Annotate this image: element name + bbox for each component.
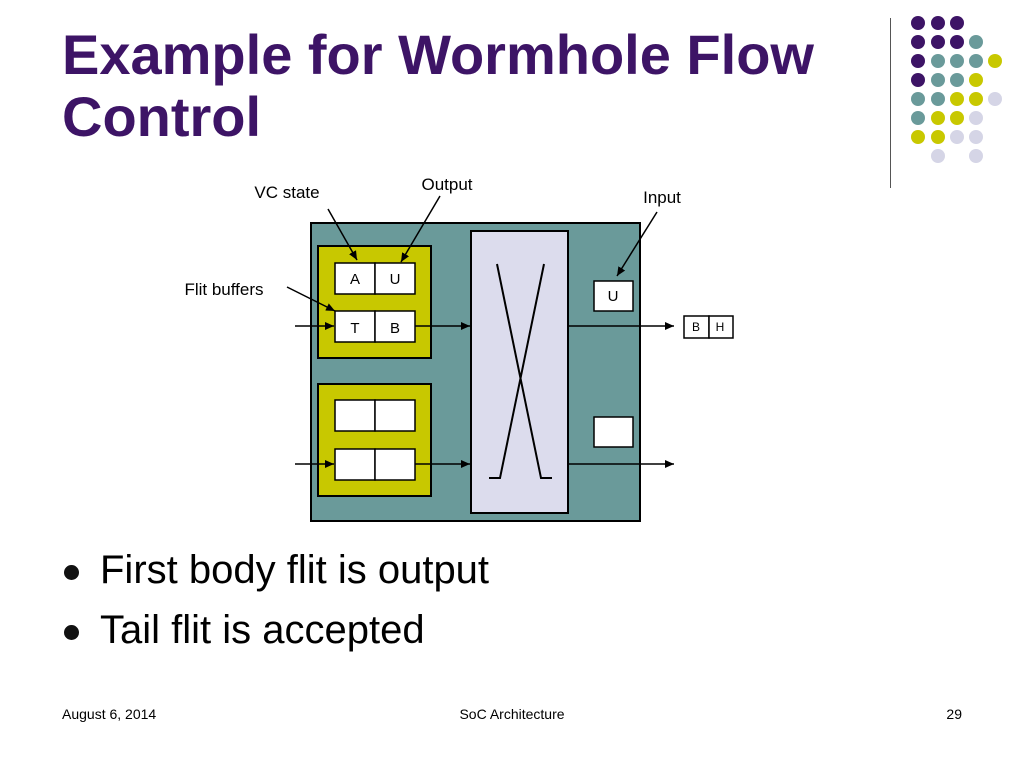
flit-buffers-label: Flit buffers xyxy=(184,280,263,299)
bullet-item: First body flit is output xyxy=(62,540,489,600)
decorative-dot-grid xyxy=(911,16,1002,163)
dot xyxy=(931,149,945,163)
dot xyxy=(911,35,925,49)
dot xyxy=(931,73,945,87)
bullet-item: Tail flit is accepted xyxy=(62,600,489,660)
output-flit-cell-2 xyxy=(708,315,734,339)
dot xyxy=(950,111,964,125)
footer-page-number: 29 xyxy=(946,706,962,722)
dot xyxy=(911,92,925,106)
dot xyxy=(969,92,983,106)
bullet-text: First body flit is output xyxy=(100,548,490,592)
dot xyxy=(931,54,945,68)
dot xyxy=(969,130,983,144)
bullet-list: First body flit is output Tail flit is a… xyxy=(62,540,489,660)
bullet-text: Tail flit is accepted xyxy=(100,608,425,652)
output-label: Output xyxy=(421,175,472,194)
dot xyxy=(931,35,945,49)
dot xyxy=(911,73,925,87)
dot xyxy=(950,35,964,49)
input-pointer xyxy=(616,211,658,277)
dot xyxy=(969,35,983,49)
divider-line xyxy=(890,18,891,188)
dot xyxy=(969,111,983,125)
footer-date: August 6, 2014 xyxy=(62,706,157,722)
output-vc-state-top xyxy=(593,280,634,312)
dot xyxy=(911,16,925,30)
top-vc-buffer-cell-2 xyxy=(374,310,416,343)
flit-buffers-pointer xyxy=(286,286,336,312)
dot xyxy=(911,130,925,144)
vc-state-pointer xyxy=(327,208,358,261)
bottom-vc-state-cell-2 xyxy=(374,399,416,432)
dot xyxy=(931,92,945,106)
dot xyxy=(969,73,983,87)
dot xyxy=(950,92,964,106)
slide-title: Example for Wormhole Flow Control xyxy=(62,24,862,148)
dot xyxy=(950,54,964,68)
dot xyxy=(969,54,983,68)
dot xyxy=(988,92,1002,106)
bottom-vc-buffer-cell-2 xyxy=(374,448,416,481)
dot xyxy=(931,16,945,30)
top-vc-state-cell-2 xyxy=(374,262,416,295)
output-vc-state-top-text: U xyxy=(608,288,619,305)
bottom-vc-state-cell-1 xyxy=(334,399,376,432)
output-vc-state-bottom xyxy=(593,416,634,448)
crossbar-line-1 xyxy=(496,263,552,479)
bullet-icon xyxy=(64,565,79,580)
top-vc-flit-1-text: T xyxy=(350,320,359,337)
output-flit-1-text: B xyxy=(692,320,700,334)
bullet-icon xyxy=(64,625,79,640)
bottom-vc-buffer-cell-1 xyxy=(334,448,376,481)
dot xyxy=(969,149,983,163)
dot xyxy=(931,111,945,125)
output-pointer xyxy=(400,195,441,263)
dot xyxy=(988,54,1002,68)
title-line-2: Control xyxy=(62,85,262,148)
crossbar-line-2 xyxy=(489,263,545,479)
dot xyxy=(950,130,964,144)
dot xyxy=(931,130,945,144)
footer-course: SoC Architecture xyxy=(459,706,565,722)
router-diagram: A U T B U B H VC state Output Input Flit… xyxy=(184,175,734,522)
title-line-1: Example for Wormhole Flow xyxy=(62,23,814,86)
top-vc-state-2-text: U xyxy=(390,271,401,288)
output-flit-2-text: H xyxy=(716,320,725,334)
input-label: Input xyxy=(643,188,681,207)
top-vc-state-1-text: A xyxy=(350,271,360,288)
dot xyxy=(911,111,925,125)
dot xyxy=(950,16,964,30)
dot xyxy=(950,73,964,87)
vc-state-label: VC state xyxy=(254,183,319,202)
top-vc-buffer-cell-1 xyxy=(334,310,376,343)
dot xyxy=(911,54,925,68)
top-vc-flit-2-text: B xyxy=(390,320,400,337)
